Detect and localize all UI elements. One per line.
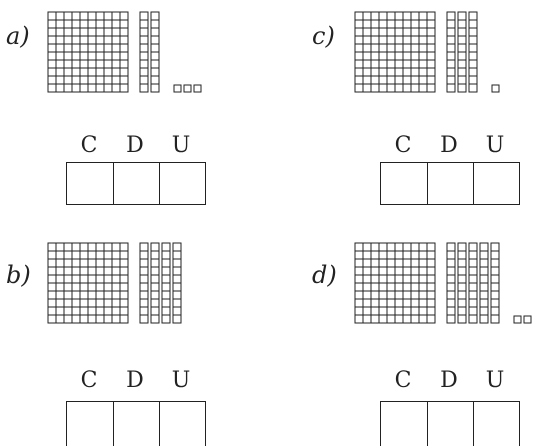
exercise-c: c) C D U <box>300 0 541 215</box>
ten-rod <box>447 12 455 92</box>
answer-row <box>380 401 520 446</box>
hundred-block <box>48 243 128 323</box>
header-d: D <box>426 135 472 157</box>
ten-rod <box>140 243 148 323</box>
header-u: U <box>472 370 518 392</box>
ten-rod <box>458 12 466 92</box>
ten-rod <box>173 243 181 323</box>
ten-rod <box>480 243 488 323</box>
header-u: U <box>158 135 204 157</box>
answer-cell-u[interactable] <box>473 163 519 204</box>
exercise-b: b) C D U <box>0 230 260 446</box>
ten-rod <box>151 12 159 92</box>
exercise-a: a) C D U <box>0 0 260 215</box>
unit-cube <box>492 85 499 92</box>
answer-row <box>66 401 206 446</box>
answer-cell-u[interactable] <box>159 163 205 204</box>
hundred-block <box>355 243 435 323</box>
answer-cell-u[interactable] <box>159 402 205 446</box>
header-c: C <box>66 370 112 392</box>
answer-cell-d[interactable] <box>427 163 473 204</box>
ten-rod <box>491 243 499 323</box>
answer-cell-c[interactable] <box>67 402 113 446</box>
ten-rod <box>447 243 455 323</box>
ten-rod <box>162 243 170 323</box>
unit-cube <box>174 85 181 92</box>
answer-cell-c[interactable] <box>67 163 113 204</box>
exercise-d: d) C D U <box>300 230 541 446</box>
answer-cell-d[interactable] <box>427 402 473 446</box>
header-d: D <box>112 135 158 157</box>
ten-rod <box>151 243 159 323</box>
ten-rod <box>458 243 466 323</box>
header-d: D <box>112 370 158 392</box>
unit-cube <box>524 316 531 323</box>
answer-cell-c[interactable] <box>381 163 427 204</box>
hundred-block <box>355 12 435 92</box>
answer-cell-c[interactable] <box>381 402 427 446</box>
unit-cube <box>514 316 521 323</box>
header-u: U <box>472 135 518 157</box>
base-ten-blocks <box>300 0 541 100</box>
answer-cell-u[interactable] <box>473 402 519 446</box>
unit-cube <box>184 85 191 92</box>
header-c: C <box>380 135 426 157</box>
answer-row <box>66 162 206 205</box>
base-ten-blocks <box>300 230 541 330</box>
answer-row <box>380 162 520 205</box>
header-u: U <box>158 370 204 392</box>
answer-cell-d[interactable] <box>113 402 159 446</box>
ten-rod <box>469 12 477 92</box>
header-d: D <box>426 370 472 392</box>
ten-rod <box>140 12 148 92</box>
ten-rod <box>469 243 477 323</box>
unit-cube <box>194 85 201 92</box>
hundred-block <box>48 12 128 92</box>
base-ten-blocks <box>0 0 260 100</box>
header-c: C <box>66 135 112 157</box>
base-ten-blocks <box>0 230 260 330</box>
header-c: C <box>380 370 426 392</box>
answer-cell-d[interactable] <box>113 163 159 204</box>
